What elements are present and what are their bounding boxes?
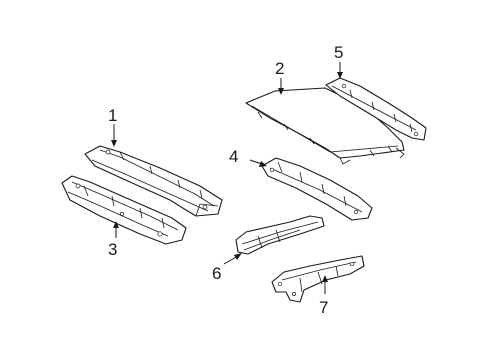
part-3-header-reinforcement	[61, 175, 187, 245]
part-7-rear-bracket	[271, 255, 365, 303]
part-4-roof-bow	[261, 157, 373, 221]
part-1-header-panel	[84, 145, 223, 217]
callout-1: 1	[108, 106, 117, 125]
part-2-roof-panel	[245, 87, 405, 165]
callout-7: 7	[319, 298, 328, 317]
callout-6: 6	[212, 264, 221, 283]
callout-5: 5	[334, 43, 343, 62]
leader-lines	[111, 62, 343, 294]
callout-3: 3	[108, 240, 117, 259]
part-6-roof-rail-inner	[235, 215, 325, 255]
callout-2: 2	[275, 59, 284, 78]
part-5-roof-side-rail	[325, 77, 427, 141]
callout-4: 4	[229, 147, 238, 166]
